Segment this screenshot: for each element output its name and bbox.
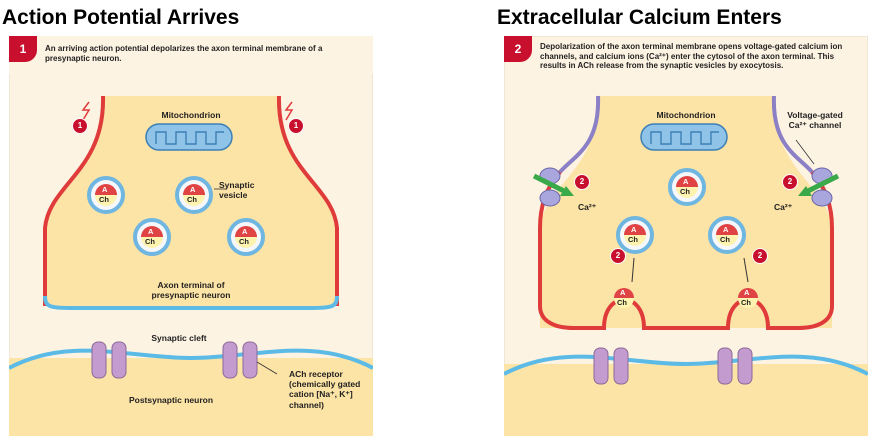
lightning-icon-left — [81, 101, 91, 121]
ach-receptor-label: ACh receptor (chemically gated cation [N… — [289, 369, 361, 410]
step-marker: 1 — [288, 118, 304, 134]
axon-membrane-depolarized-right — [276, 95, 339, 306]
ca-channel-label: Voltage-gated Ca²⁺ channel — [787, 110, 843, 131]
mitochondrion-shape — [145, 123, 233, 151]
step-caption: Depolarization of the axon terminal memb… — [540, 42, 843, 71]
vesicle-icon — [668, 168, 706, 206]
vesicle-icon — [133, 218, 171, 256]
axon-terminal-label: Axon terminal of presynaptic neuron — [151, 280, 231, 301]
step-marker: 2 — [574, 174, 590, 190]
step-caption: An arriving action potential depolarizes… — [45, 44, 323, 63]
lightning-icon-right — [284, 101, 294, 121]
presynaptic-membrane-bottom — [43, 295, 339, 310]
axon-membrane-depolarized-left — [43, 95, 106, 306]
exocytosis-arrow-left — [631, 257, 635, 283]
synaptic-vesicle: A Ch — [175, 176, 213, 214]
right-panel-heading: Extracellular Calcium Enters — [497, 6, 782, 29]
synaptic-vesicle: A Ch — [616, 216, 654, 254]
postsynaptic-membrane — [504, 354, 868, 376]
ach-receptor-leader — [256, 361, 278, 375]
ca-influx-arrow-right — [798, 173, 840, 196]
postsynaptic-neuron-label: Postsynaptic neuron — [128, 395, 214, 405]
exocytosis-arrow-right — [743, 257, 749, 283]
synaptic-vesicle: A Ch — [133, 218, 171, 256]
synaptic-vesicle: A Ch — [87, 176, 125, 214]
mitochondrion-label: Mitochondrion — [161, 110, 221, 120]
fusing-vesicle-contents: A Ch — [734, 284, 762, 312]
vesicle-icon — [614, 288, 634, 308]
postsynaptic-cell — [9, 358, 373, 436]
vesicle-icon — [87, 176, 125, 214]
step-badge: 1 — [9, 36, 37, 62]
calcium-ion-label-left: Ca²⁺ — [578, 202, 597, 212]
axon-terminal-cytosol — [540, 96, 832, 328]
step-marker: 1 — [72, 118, 88, 134]
synaptic-vesicle: A Ch — [227, 218, 265, 256]
vesicle-icon — [616, 216, 654, 254]
vesicle-icon — [738, 288, 758, 308]
calcium-entry-panel: 2 Depolarization of the axon terminal me… — [504, 36, 868, 436]
calcium-ion-label-right: Ca²⁺ — [774, 202, 793, 212]
mitochondrion-label: Mitochondrion — [656, 110, 716, 120]
ca-influx-arrow-left — [532, 173, 574, 196]
left-panel-heading: Action Potential Arrives — [2, 6, 240, 29]
synaptic-vesicle-label: Synaptic vesicle — [219, 180, 255, 201]
postsynaptic-cell — [504, 364, 868, 436]
axon-membrane-upper-right — [771, 95, 814, 174]
step-marker: 2 — [782, 174, 798, 190]
vesicle-icon — [708, 216, 746, 254]
axon-membrane-upper-left — [558, 95, 601, 174]
synaptic-vesicle: A Ch — [708, 216, 746, 254]
vesicle-icon — [227, 218, 265, 256]
ca-channel-leader — [795, 139, 815, 165]
presynaptic-membrane-bottom — [538, 297, 834, 330]
action-potential-panel: 1 An arriving action potential depolariz… — [9, 36, 373, 436]
synaptic-cleft-label: Synaptic cleft — [151, 333, 207, 343]
step-badge: 2 — [504, 36, 532, 62]
mitochondrion-shape — [640, 123, 728, 151]
step-marker: 2 — [610, 248, 626, 264]
ach-receptor-left — [593, 347, 629, 385]
ach-receptor-left — [91, 341, 127, 379]
ach-receptor-right — [222, 341, 258, 379]
fusing-vesicle-contents: A Ch — [610, 284, 638, 312]
vesicle-icon — [175, 176, 213, 214]
right-panel-illustration — [504, 36, 868, 436]
synaptic-vesicle: A Ch — [668, 168, 706, 206]
step-marker: 2 — [752, 248, 768, 264]
ach-receptor-right — [717, 347, 753, 385]
postsynaptic-membrane — [9, 348, 373, 370]
